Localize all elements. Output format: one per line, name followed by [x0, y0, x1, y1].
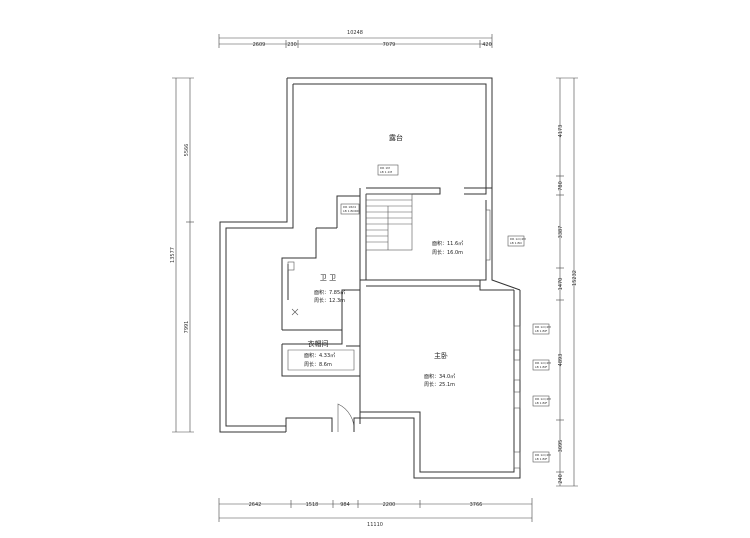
right-seg-2: 780	[558, 181, 564, 191]
bathroom-label: 卫 卫	[320, 274, 336, 282]
closet-perimeter-text: 周长：8.6m	[304, 361, 332, 368]
outer-walls	[219, 77, 521, 479]
tag-5: DR 1m/4M LB 1.BIF	[532, 359, 551, 371]
right-total-label: 15232	[572, 270, 578, 286]
right-seg-6: 3095	[558, 440, 564, 453]
bottom-seg-3: 984	[340, 502, 350, 508]
tag-1: DR 1M LB 1.1M	[377, 164, 399, 176]
svg-text:DR 1M: DR 1M	[380, 166, 390, 170]
svg-text:LB 1.BIF: LB 1.BIF	[535, 329, 547, 333]
terrace-label: 露台	[389, 133, 403, 142]
bottom-seg-5: 3766	[470, 502, 483, 508]
left-seg-1: 5566	[184, 144, 190, 157]
tag-7: DR 1m/4M LB 1.BIF	[532, 451, 551, 463]
bath-area-text: 面积：7.85㎡	[314, 289, 345, 296]
svg-text:LB 1.BORD: LB 1.BORD	[343, 209, 360, 213]
top-seg-1: 2609	[253, 42, 266, 48]
tag-2: DR 1824 LB 1.BORD	[340, 203, 360, 215]
right-seg-5: 4893	[558, 354, 564, 367]
master-area-text: 面积：34.0㎡	[424, 373, 455, 380]
bottom-seg-2: 1518	[306, 502, 319, 508]
right-dimension-group: 15232 4173 780 3387 1470 4893 3095 240	[556, 77, 578, 487]
bottom-dimension-group: 2642 1518 984 2200 3766 11110	[218, 498, 533, 528]
svg-text:DR 1m/4M: DR 1m/4M	[535, 453, 551, 457]
annotation-tags: DR 1M LB 1.1M DR 1824 LB 1.BORD DR 1m/4M…	[340, 164, 551, 463]
left-seg-2: 7991	[184, 321, 190, 334]
right-seg-1: 4173	[558, 125, 564, 138]
svg-text:DR 1824: DR 1824	[343, 205, 356, 209]
svg-text:DR 1m/4M: DR 1m/4M	[535, 325, 551, 329]
right-seg-4: 1470	[558, 278, 564, 291]
svg-text:LB 1.BIF: LB 1.BIF	[535, 457, 547, 461]
stair-perimeter-text: 周长：16.0m	[432, 249, 463, 256]
right-seg-7: 240	[558, 474, 564, 484]
top-total-label: 10248	[347, 30, 363, 36]
closet-area-text: 面积：4.33㎡	[304, 352, 335, 359]
svg-text:LB 1.BIF: LB 1.BIF	[535, 401, 547, 405]
svg-text:LB 1.BIF: LB 1.BIF	[535, 365, 547, 369]
bottom-seg-4: 2200	[383, 502, 396, 508]
svg-text:LB 1.1M: LB 1.1M	[380, 170, 392, 174]
svg-text:DR 1m/4M: DR 1m/4M	[535, 361, 551, 365]
master-perimeter-text: 周长：25.1m	[424, 381, 455, 388]
tag-4: DR 1m/4M LB 1.BIF	[532, 323, 551, 335]
top-dimension-group: 10248 2609 230 7079 420	[218, 30, 493, 48]
tag-6: DR 1m/4M LB 1.BIF	[532, 395, 551, 407]
bottom-seg-1: 2642	[249, 502, 262, 508]
top-seg-4: 420	[482, 42, 492, 48]
right-seg-3: 3387	[558, 226, 564, 239]
svg-text:DR 1m/4M: DR 1m/4M	[510, 237, 526, 241]
bath-fixture-icon	[287, 261, 295, 271]
closet-label: 衣帽间	[308, 339, 329, 348]
tag-3: DR 1m/4M LB 1.BO	[507, 235, 526, 247]
left-total-label: 13577	[170, 247, 176, 263]
svg-text:DR 1m/4M: DR 1m/4M	[535, 397, 551, 401]
left-dimension-group: 13577 5566 7991	[170, 77, 194, 433]
windows	[485, 209, 521, 469]
bottom-total-label: 11110	[367, 522, 383, 528]
top-seg-3: 7079	[383, 42, 396, 48]
master-bedroom-label: 主卧	[434, 351, 448, 360]
staircase	[365, 193, 413, 251]
svg-text:LB 1.BO: LB 1.BO	[510, 241, 523, 245]
inner-walls	[281, 187, 487, 412]
stair-area-text: 面积：11.6㎡	[432, 240, 463, 247]
bath-perimeter-text: 周长：12.3m	[314, 297, 345, 304]
top-seg-2: 230	[287, 42, 297, 48]
room-labels: 露台 面积：11.6㎡ 周长：16.0m 卫 卫 面积：7.85㎡ 周长：12.…	[304, 133, 463, 388]
